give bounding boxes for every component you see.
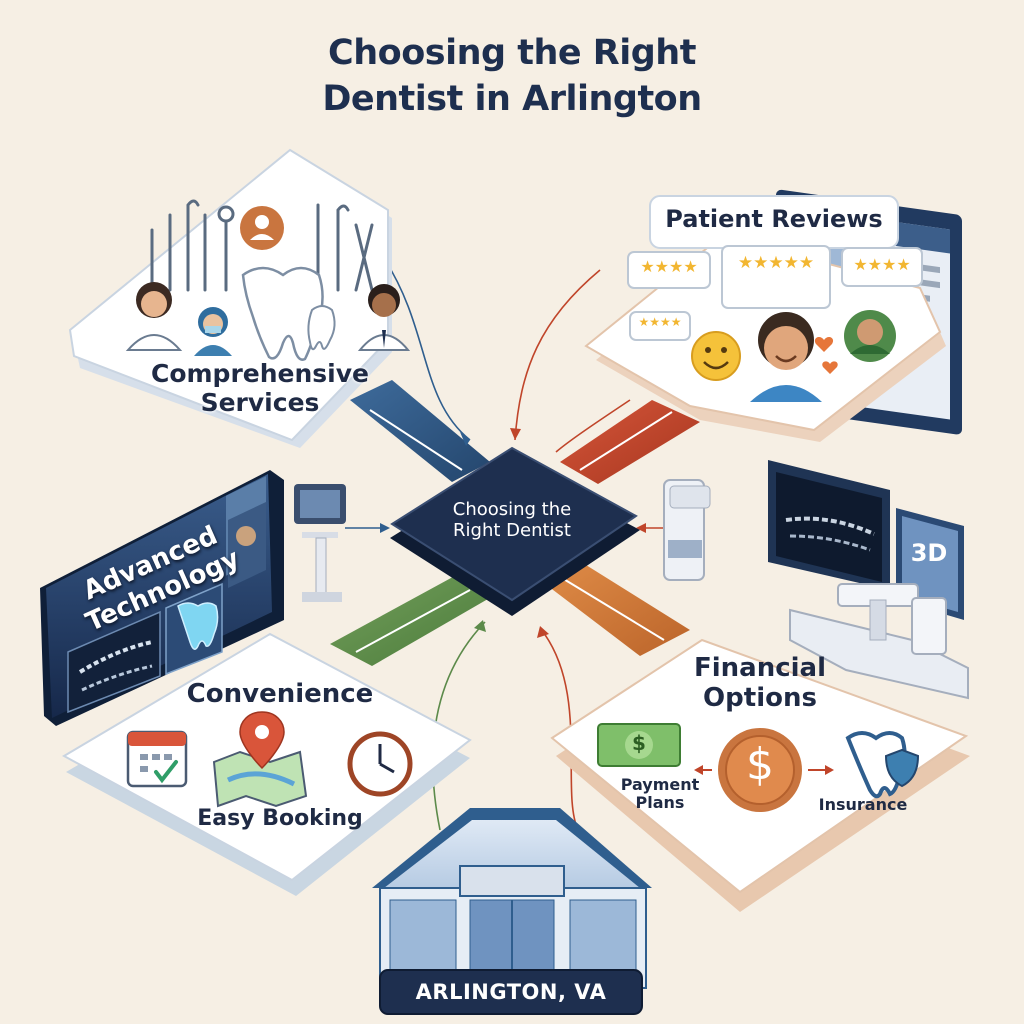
calendar-icon bbox=[126, 730, 188, 788]
insurance-shield-icon bbox=[845, 731, 920, 799]
review-stars-1: ★★★★ bbox=[640, 257, 698, 276]
reviewer-avatar-icon bbox=[844, 310, 896, 362]
dollar-coin-icon bbox=[718, 728, 802, 812]
3d-badge: 3D bbox=[910, 539, 948, 567]
kiosk-icon bbox=[294, 484, 346, 602]
page-title: Choosing the Right Dentist in Arlington bbox=[212, 30, 812, 122]
masked-dentist-icon bbox=[194, 307, 232, 356]
convenience-label: Convenience bbox=[186, 679, 374, 709]
tooth-hologram-icon bbox=[177, 602, 219, 650]
location-label: ARLINGTON, VA bbox=[415, 980, 607, 1004]
center-diamond bbox=[390, 446, 640, 616]
male-dentist-icon bbox=[357, 284, 411, 351]
red-connector bbox=[560, 400, 700, 484]
map-pin-icon bbox=[212, 711, 308, 808]
center-label: Choosing the Right Dentist bbox=[452, 499, 572, 541]
smiley-icon bbox=[691, 331, 741, 381]
coin-dollar-sign: $ bbox=[746, 739, 774, 790]
review-stars-4: ★★★★ bbox=[638, 315, 682, 329]
easy-booking-label: Easy Booking bbox=[197, 806, 363, 831]
dental-office-building-icon bbox=[372, 808, 652, 989]
comprehensive-services-card bbox=[68, 148, 411, 448]
location-pill bbox=[379, 969, 643, 1015]
review-stars-3: ★★★★ bbox=[853, 255, 911, 274]
patient-reviews-card bbox=[584, 189, 962, 442]
page-title-line-2: Dentist in Arlington bbox=[322, 79, 702, 119]
convenience-card bbox=[61, 632, 472, 896]
blue-connector bbox=[350, 380, 490, 482]
comprehensive-services-label: Comprehensive Services bbox=[150, 359, 369, 417]
patient-reviews-label: Patient Reviews bbox=[665, 205, 883, 233]
page-title-line-1: Choosing the Right bbox=[328, 33, 696, 73]
review-stars-2: ★★★★★ bbox=[737, 253, 815, 273]
payment-plans-label: Payment Plans bbox=[620, 775, 700, 813]
clock-icon bbox=[347, 731, 413, 797]
3d-scanner-icon bbox=[663, 479, 711, 581]
connector-paths bbox=[330, 380, 700, 666]
financial-options-label: Financial Options bbox=[693, 653, 827, 713]
cash-dollar-sign: $ bbox=[632, 731, 646, 755]
advanced-technology-card bbox=[40, 460, 969, 726]
cash-icon bbox=[597, 723, 681, 767]
female-dentist-icon bbox=[125, 282, 183, 351]
insurance-label: Insurance bbox=[818, 795, 908, 814]
3d-printer-icon bbox=[789, 583, 969, 700]
financial-options-card bbox=[550, 638, 970, 912]
tooth-icon bbox=[241, 266, 324, 361]
happy-patient-icon bbox=[750, 312, 822, 402]
heart-icon bbox=[814, 337, 834, 352]
